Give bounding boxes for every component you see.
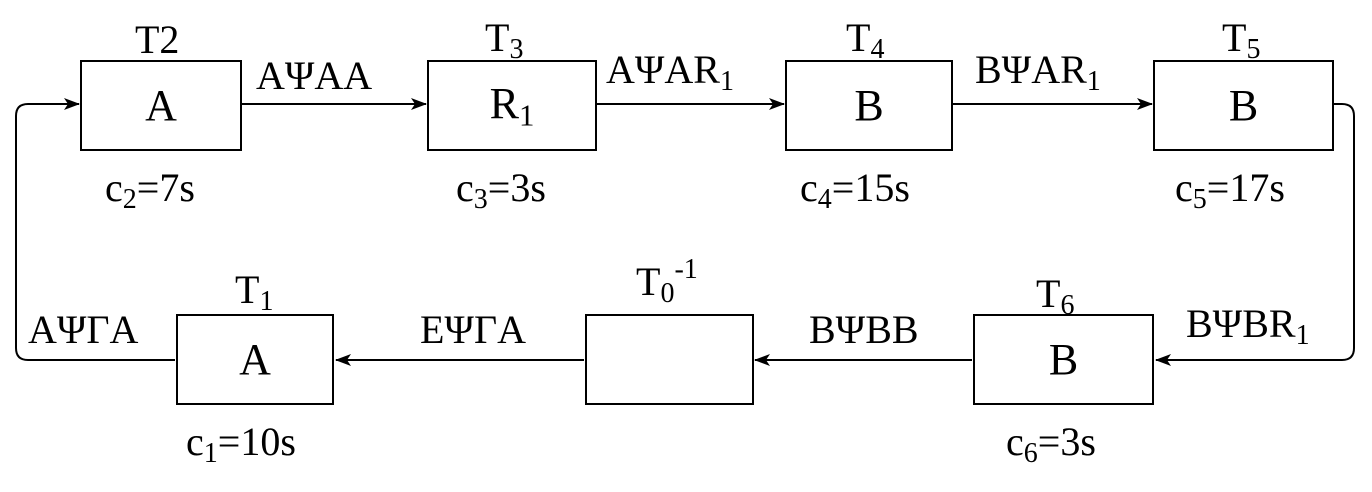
node-t5: B [1153, 60, 1334, 151]
edge-label-t2-t3: ΑΨΑΑ [256, 53, 373, 98]
node-t1-title: T1 [235, 267, 274, 317]
node-t6-content: B [1048, 335, 1079, 384]
node-t3: R1 [427, 60, 597, 151]
node-t5-cost: c5=17s [1175, 165, 1285, 215]
node-t1: A [176, 314, 334, 405]
node-t2-cost: c2=7s [105, 165, 195, 215]
node-t6-title: T6 [1036, 271, 1075, 321]
node-t0-title: T0-1 [636, 254, 698, 309]
node-t0 [585, 314, 754, 405]
node-t3-cost: c3=3s [456, 165, 546, 215]
node-t6-cost: c6=3s [1006, 419, 1096, 469]
node-t4-content: B [854, 81, 884, 130]
edge-label-t6-t0: BΨBB [809, 307, 919, 352]
node-t2-title: T2 [135, 17, 180, 62]
edge-label-t5-t6: BΨBR1 [1186, 301, 1310, 351]
edge-label-t0-t1: EΨΓA [420, 307, 526, 352]
node-t2: A [80, 60, 242, 151]
node-t3-title: T3 [485, 15, 524, 65]
node-t4: B [785, 60, 953, 151]
node-t3-content: R1 [489, 78, 535, 133]
node-t2-content: A [145, 81, 177, 130]
node-t5-title: T5 [1222, 15, 1261, 65]
node-t4-title: T4 [846, 15, 885, 65]
edge-label-t4-t5: BΨAR1 [975, 47, 1101, 97]
arrow-t5-t6 [1155, 103, 1355, 366]
node-t5-content: B [1228, 81, 1259, 130]
node-t6: B [973, 314, 1154, 405]
node-t1-cost: c1=10s [186, 419, 296, 469]
edge-label-t1-t2: AΨΓA [28, 307, 139, 352]
edge-label-t3-t4: ΑΨΑR1 [606, 47, 734, 97]
node-t1-content: A [239, 335, 271, 384]
arrow-t1-t2 [15, 98, 175, 361]
node-t4-cost: c4=15s [800, 165, 910, 215]
